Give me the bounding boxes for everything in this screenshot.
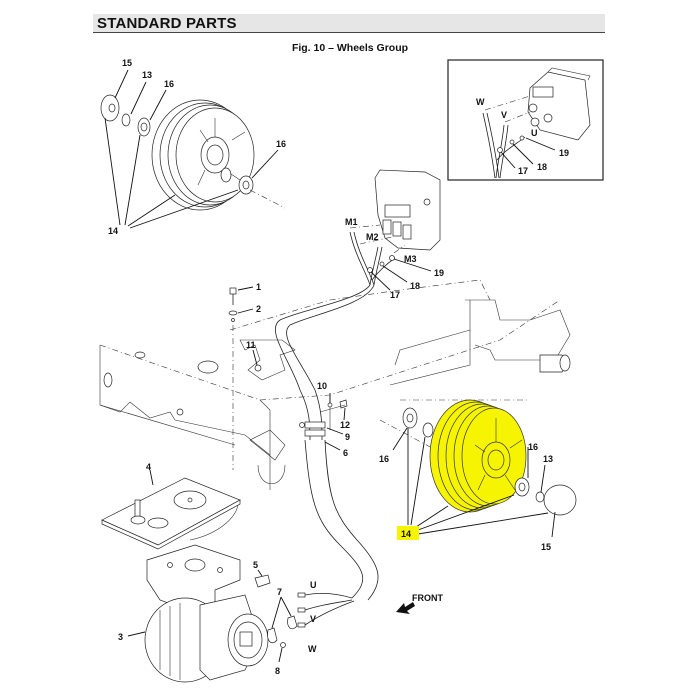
front-direction-indicator: FRONT — [396, 593, 443, 614]
right-wheel-assembly: 16 16 13 15 14 — [379, 399, 577, 552]
callout-3: 3 — [118, 632, 123, 642]
callout-13: 13 — [142, 70, 152, 80]
nut-11 — [254, 364, 262, 372]
callout-4: 4 — [146, 462, 151, 472]
inset-callout-17: 17 — [518, 166, 528, 176]
callout-15: 15 — [122, 58, 132, 68]
label-m1: M1 — [345, 217, 358, 227]
label-m3: M3 — [404, 254, 417, 264]
bolt-1 — [229, 287, 237, 295]
snap-ring-13 — [535, 491, 545, 503]
inset-callout-19: 19 — [559, 148, 569, 158]
front-label: FRONT — [412, 593, 443, 603]
callout-19: 19 — [434, 268, 444, 278]
drive-unit-assembly: 4 3 5 7 8 U V W — [101, 462, 355, 683]
hub-cap-15 — [543, 484, 577, 516]
callout-15: 15 — [541, 542, 551, 552]
key-5 — [254, 574, 271, 588]
label-v: V — [310, 614, 316, 624]
clamp-7a — [267, 627, 278, 644]
section-title: STANDARD PARTS — [97, 15, 237, 32]
nut-10 — [327, 402, 333, 408]
callout-16: 16 — [528, 442, 538, 452]
screw-12 — [339, 399, 348, 409]
callout-16: 16 — [164, 79, 174, 89]
callout-5: 5 — [253, 560, 258, 570]
inset-callout-18: 18 — [537, 162, 547, 172]
inset-label-u: U — [531, 128, 538, 138]
inset-label-v: V — [501, 110, 507, 120]
callout-16: 16 — [276, 139, 286, 149]
cable-hose-6: 10 12 9 6 — [274, 284, 379, 601]
controller-inset: W V U 19 18 17 — [447, 59, 604, 181]
callout-14: 14 — [401, 529, 411, 539]
label-u: U — [310, 580, 317, 590]
callout-10: 10 — [317, 381, 327, 391]
front-arrow-icon — [396, 602, 415, 614]
callout-2: 2 — [256, 304, 261, 314]
callout-7: 7 — [277, 587, 282, 597]
callout-14: 14 — [108, 226, 118, 236]
figure-title: Fig. 10 – Wheels Group — [291, 42, 409, 54]
callout-11: 11 — [246, 340, 256, 350]
screw-8 — [280, 642, 286, 648]
label-w: W — [308, 644, 317, 654]
callout-9: 9 — [345, 432, 350, 442]
chassis-frame: 1 2 11 — [99, 279, 571, 490]
callout-14-highlight — [397, 526, 419, 540]
callout-8: 8 — [275, 666, 280, 676]
label-m2: M2 — [366, 232, 379, 242]
callout-17: 17 — [390, 290, 400, 300]
callout-18: 18 — [410, 281, 420, 291]
inset-label-w: W — [476, 97, 485, 107]
clamp-7b — [287, 615, 298, 630]
hose-clamp-9 — [304, 421, 326, 429]
controller-assembly: M1 M2 M3 19 18 17 — [345, 169, 444, 300]
callout-13: 13 — [543, 454, 553, 464]
callout-16: 16 — [379, 454, 389, 464]
callout-12: 12 — [340, 420, 350, 430]
snap-ring-13 — [121, 113, 131, 127]
washer-2 — [228, 310, 238, 316]
section-header: STANDARD PARTS — [93, 14, 605, 33]
callout-1: 1 — [256, 282, 261, 292]
top-left-wheel-assembly: 15 13 16 16 14 — [100, 58, 286, 236]
callout-6: 6 — [343, 448, 348, 458]
